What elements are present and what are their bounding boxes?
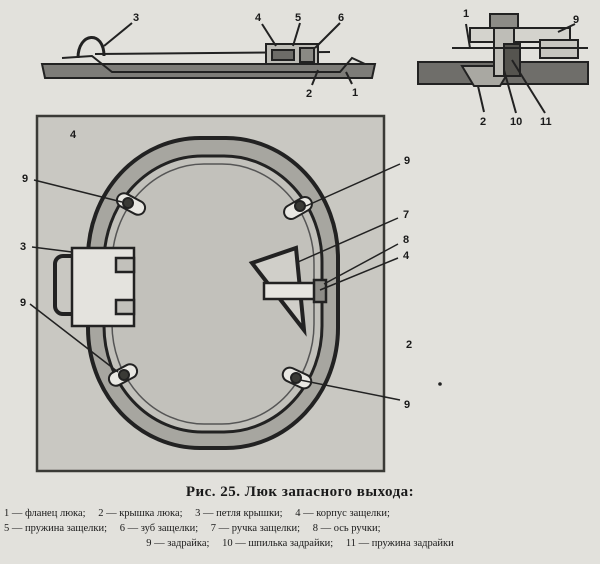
callout-4-front: 4 <box>403 250 410 262</box>
side-section-view <box>40 22 377 86</box>
legend-line-3: 9 — задрайка; 10 — шпилька задрайки; 11 … <box>0 536 600 551</box>
callout-1-section: 1 <box>463 8 469 20</box>
legend-item-7: 7 — ручка защелки; <box>210 523 301 534</box>
figure-title: Люк запасного выхода: <box>244 484 415 500</box>
callout-10-section: 10 <box>510 116 522 128</box>
callout-9-section: 9 <box>573 14 579 26</box>
legend-item-1: 1 — фланец люка; <box>4 508 86 519</box>
callout-3-side: 3 <box>133 12 139 24</box>
callout-6-side: 6 <box>338 12 344 24</box>
callout-9-top-left: 9 <box>22 173 28 185</box>
callout-3-front: 3 <box>20 241 26 253</box>
hinge-notch-bottom <box>114 298 136 316</box>
dog-clamp-top-left <box>115 192 147 216</box>
hatch-cover-profile <box>61 54 366 73</box>
callout-9-top-right: 9 <box>404 155 410 167</box>
hatch-diagram: 3 4 5 6 2 1 1 9 2 10 11 <box>20 8 589 473</box>
hinge-notch-top <box>114 256 136 274</box>
hinge-assembly <box>53 246 136 328</box>
legend-item-11: 11 — пружина задрайки <box>345 538 454 549</box>
legend-item-5: 5 — пружина защелки; <box>4 523 108 534</box>
legend-line-2: 5 — пружина защелки; 6 — зуб защелки; 7 … <box>0 521 600 536</box>
legend-item-9: 9 — задрайка; <box>146 538 210 549</box>
legend-line-1: 1 — фланец люка; 2 — крышка люка; 3 — пе… <box>0 506 600 521</box>
dog-nut <box>489 13 519 29</box>
speck <box>438 382 442 386</box>
callout-2-section: 2 <box>480 116 486 128</box>
caption-title: Рис. 25. Люк запасного выхода: <box>0 482 600 506</box>
cross-section-view <box>417 13 589 114</box>
latch-spring-side <box>271 49 295 61</box>
callout-4-side: 4 <box>255 12 262 24</box>
figure-number: Рис. 25. <box>185 484 241 500</box>
callout-7-front: 7 <box>403 209 409 221</box>
callout-9-bottom-left: 9 <box>20 297 26 309</box>
figure-caption: Рис. 25. Люк запасного выхода: 1 — флане… <box>0 482 600 564</box>
callout-2-front: 2 <box>406 339 412 351</box>
latch-assembly <box>248 245 328 337</box>
front-view <box>29 114 401 473</box>
legend-item-6: 6 — зуб защелки; <box>119 523 199 534</box>
dog-clamp-bottom-right <box>281 366 313 390</box>
hinge-loop <box>76 36 106 59</box>
handle-axle-front <box>312 278 328 304</box>
callout-1-side: 1 <box>352 87 358 99</box>
plate-label: 4 <box>70 129 77 141</box>
latch-tooth-side <box>299 47 315 63</box>
dog-clamp-top-right <box>283 196 313 220</box>
callout-8-front: 8 <box>403 234 409 246</box>
dog-clamps <box>107 192 313 390</box>
callout-2-side: 2 <box>306 88 312 100</box>
legend-item-10: 10 — шпилька задрайки; <box>222 538 334 549</box>
legend-item-4: 4 — корпус защелки; <box>295 508 390 519</box>
legend-item-8: 8 — ось ручки; <box>312 523 381 534</box>
dog-clamp-bottom-left <box>107 363 139 387</box>
leader-lines <box>29 163 401 401</box>
callout-11-section: 11 <box>540 116 552 128</box>
legend-item-3: 3 — петля крышки; <box>195 508 283 519</box>
legend-item-2: 2 — крышка люка; <box>98 508 183 519</box>
callout-5-side: 5 <box>295 12 301 24</box>
callout-9-bottom-right: 9 <box>404 399 410 411</box>
